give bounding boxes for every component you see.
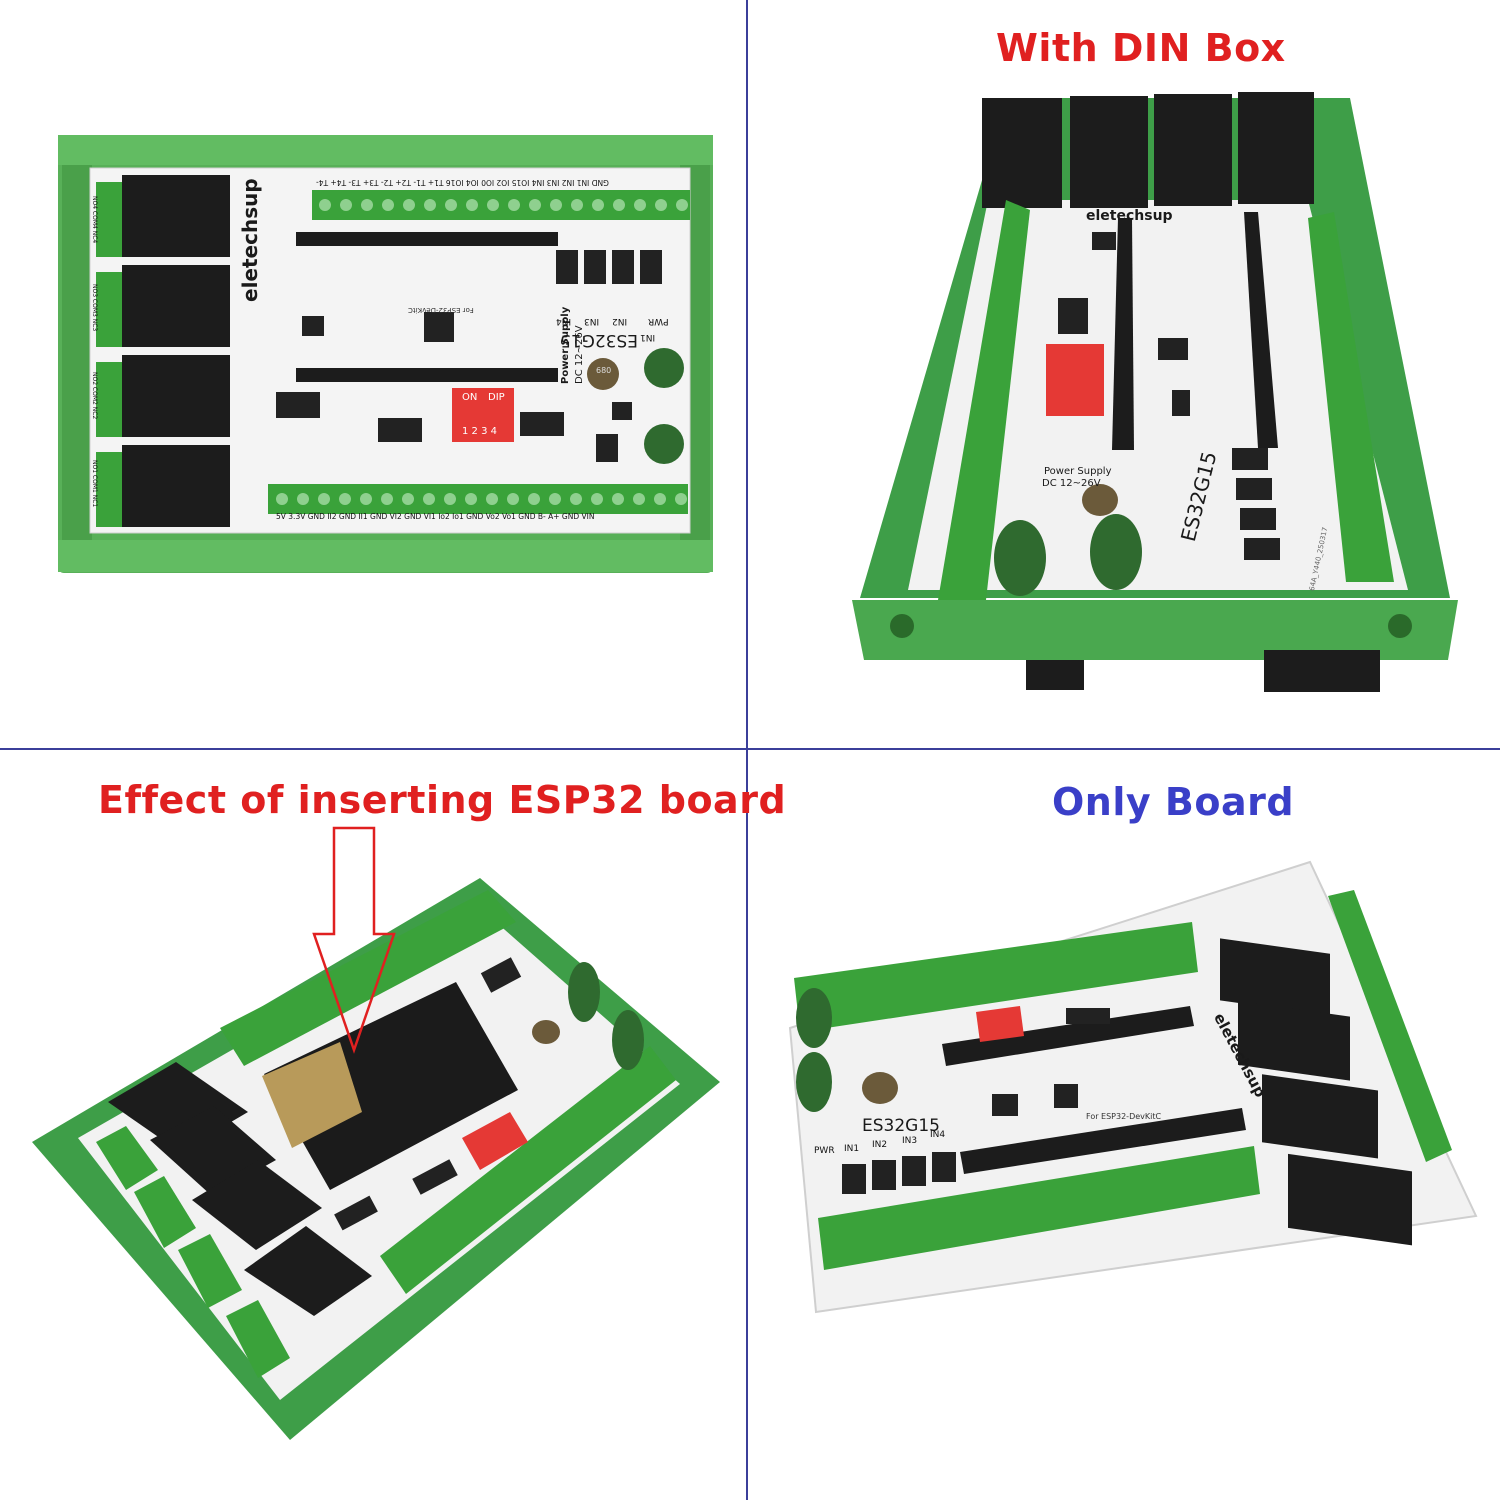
brand-silkscreen-din: eletechsup [1086, 208, 1173, 224]
vertical-divider [746, 0, 748, 1500]
in2-label-only: IN2 [872, 1140, 888, 1150]
photo-only-board [748, 750, 1500, 1500]
relay-label-3: NO3 COM3 NC3 [91, 284, 98, 332]
power-supply-din: Power Supply [1044, 466, 1112, 477]
in4-label-only: IN4 [930, 1130, 946, 1140]
dc-range-din: DC 12~26V [1042, 478, 1101, 489]
in3-label-top-view: IN3 [584, 316, 600, 326]
in1-label-top-view: IN1 [640, 332, 656, 342]
dc-range-label: DC 12~26V [574, 325, 585, 384]
dip-on-label: ON [462, 392, 478, 403]
in2-label-top-view: IN2 [612, 316, 628, 326]
horizontal-divider [0, 748, 1500, 750]
model-silkscreen-top-view: ES32G15 [560, 330, 638, 350]
esp32-inserted-board-image [32, 826, 720, 1440]
dip-numbers: 1 2 3 4 [462, 426, 497, 437]
effect-caption: Effect of inserting ESP32 board [98, 778, 787, 822]
photo-esp32-inserted: Effect of inserting ESP32 board [0, 750, 786, 1500]
bottom-terminal-labels: 5V 3.3V GND II2 GND II1 GND VI2 GND VI1 … [276, 512, 595, 521]
relay-label-2: NO2 COM2 NC2 [91, 372, 98, 420]
relay-label-1: NO1 COM1 NC1 [91, 460, 98, 508]
dip-label: DIP [488, 392, 505, 403]
din-box-board-image [852, 92, 1458, 692]
top-terminal-labels: GND IN1 IN2 IN3 IN4 IO15 IO2 IO0 IO4 IO1… [316, 178, 609, 187]
for-devkit-label: For ESP32-DevKitC [408, 306, 474, 314]
in1-label-only: IN1 [844, 1144, 860, 1154]
pwr-label-top-view: PWR [648, 316, 669, 326]
photo-din-box [748, 0, 1500, 748]
brand-silkscreen-top-view: eletechsup [238, 178, 262, 302]
din-box-caption: With DIN Box [996, 26, 1286, 70]
model-silkscreen-only: ES32G15 [862, 1116, 940, 1136]
top-view-board-image [58, 135, 713, 573]
for-devkit-only: For ESP32-DevKitC [1086, 1112, 1162, 1121]
pwr-label-only: PWR [814, 1146, 835, 1156]
in4-label-top-view: IN4 [556, 316, 572, 326]
photo-top-view [0, 0, 746, 748]
relay-label-4: NO4 COM4 NC4 [91, 196, 98, 244]
in3-label-only: IN3 [902, 1136, 918, 1146]
only-board-image [788, 860, 1478, 1314]
cap-value-label: 680 [596, 366, 612, 375]
only-board-caption: Only Board [1052, 780, 1295, 824]
